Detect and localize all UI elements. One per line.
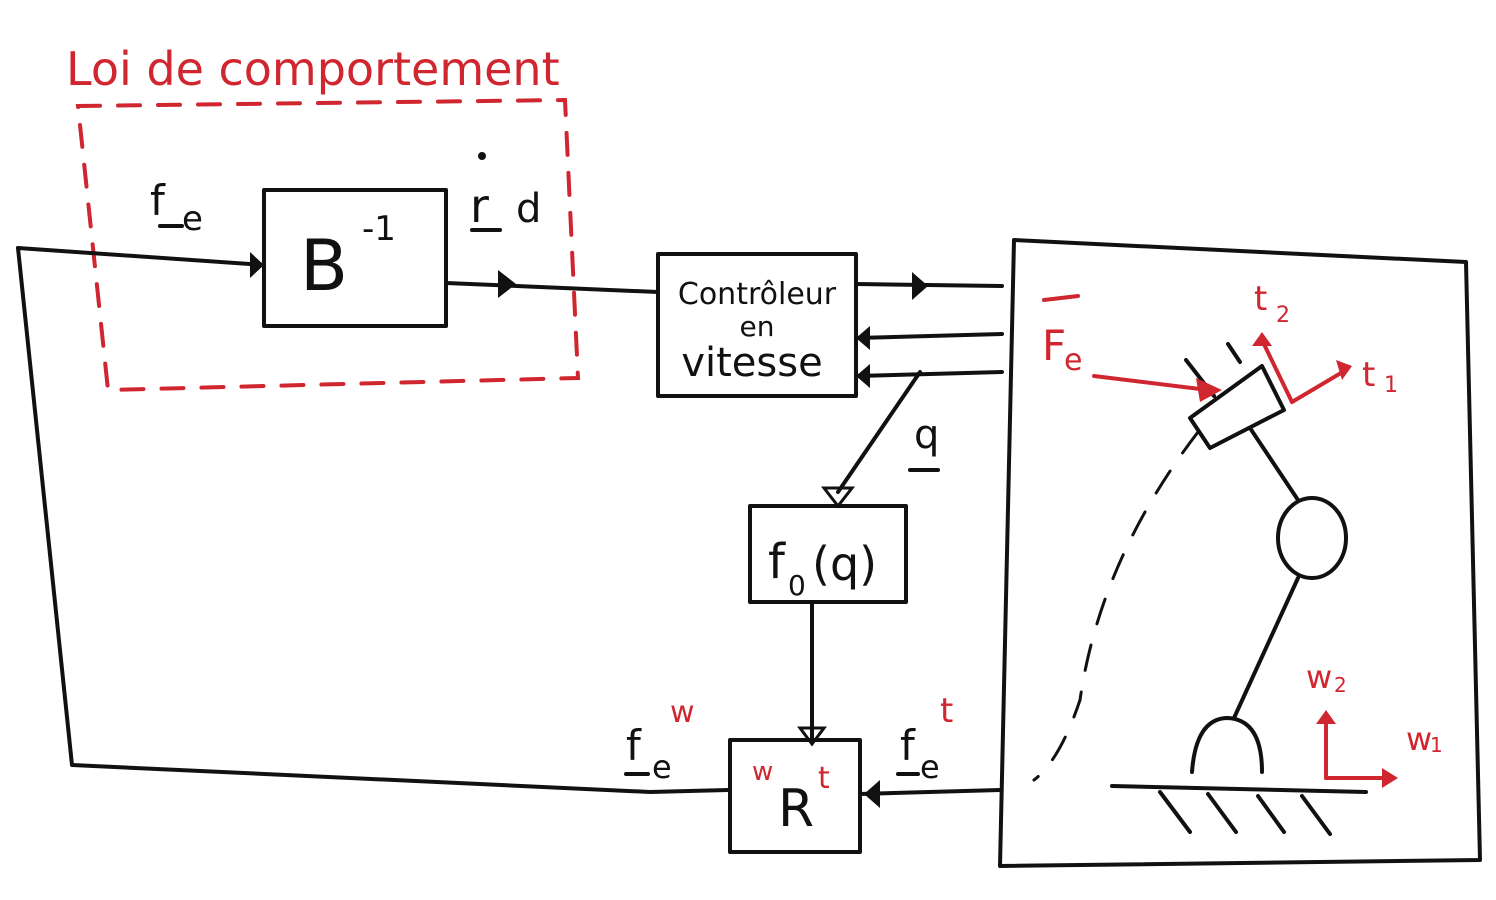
- robot-joint-elbow: [1276, 496, 1348, 580]
- robot-link-lower: [1232, 576, 1300, 720]
- fo-to-rot-arrow: [797, 726, 827, 747]
- force-overline: [1042, 294, 1080, 302]
- q-label: q: [914, 412, 939, 458]
- w1-arrowhead: [1382, 768, 1398, 788]
- t2-axis: [1260, 338, 1294, 404]
- fo-arg: (q): [812, 537, 877, 591]
- w2-arrowhead: [1316, 710, 1336, 724]
- force-sub: e: [1064, 343, 1082, 378]
- w2-sub: 2: [1334, 673, 1347, 697]
- fet-line: [858, 788, 1002, 796]
- rot-sup: t: [818, 761, 830, 796]
- t1-sub: 1: [1384, 373, 1398, 398]
- t2-label: t: [1254, 279, 1267, 319]
- inverse-b-exponent: -1: [362, 209, 396, 249]
- forward-kinematics-block: [748, 504, 908, 604]
- feedback-loop-line: [16, 246, 730, 794]
- fet-sup: t: [940, 691, 953, 731]
- rot-pre: w: [752, 757, 773, 787]
- feedback-arrow-1: [856, 326, 870, 350]
- inverse-b-label: B: [300, 225, 348, 307]
- rd-dot: [478, 152, 486, 160]
- robot-box: [998, 238, 1482, 868]
- w1-sub: 1: [1430, 733, 1443, 757]
- force-arrowhead: [1196, 378, 1222, 402]
- fo-label: f: [768, 534, 786, 590]
- feedback-line-1: [854, 332, 1004, 340]
- rd-label: r: [470, 179, 489, 233]
- q-branch-arrow: [820, 486, 856, 509]
- controller-label-3: vitesse: [681, 340, 822, 386]
- arrow-into-binv: [250, 252, 264, 278]
- dashed-trajectory: [1032, 430, 1200, 782]
- q-branch-line: [836, 370, 922, 494]
- fet-sub: e: [920, 748, 940, 786]
- ground-hatch-3: [1256, 794, 1286, 834]
- force-label: F: [1042, 321, 1066, 370]
- feedback-arrow-2: [856, 364, 870, 388]
- w2-label: w: [1306, 658, 1332, 696]
- few-label: f: [626, 721, 642, 770]
- w1-label: w: [1406, 720, 1432, 758]
- fet-label: f: [900, 721, 916, 770]
- rd-arrow: [498, 270, 516, 298]
- t1-axis: [1290, 368, 1348, 404]
- ground-line: [1110, 784, 1368, 794]
- rd-sub: d: [516, 186, 541, 232]
- few-sup: w: [670, 695, 695, 730]
- controller-label-2: en: [740, 310, 775, 343]
- fet-arrow: [864, 780, 880, 808]
- robot-link-upper: [1248, 426, 1300, 502]
- rotation-block: [728, 738, 862, 854]
- t2-sub: 2: [1276, 303, 1290, 328]
- controller-label-1: Contrôleur: [678, 277, 837, 312]
- ground-hatch-2: [1206, 792, 1238, 834]
- command-arrow: [912, 272, 928, 300]
- diagram-title: Loi de comportement: [66, 42, 560, 96]
- behavior-law-region: [75, 97, 581, 393]
- feedback-line-2: [854, 370, 1004, 378]
- fo-sub: 0: [788, 569, 806, 602]
- t1-label: t: [1362, 355, 1375, 395]
- fe-input-sub: e: [182, 199, 203, 239]
- few-sub: e: [652, 748, 672, 786]
- rot-label: R: [778, 779, 814, 839]
- command-line: [854, 282, 1004, 288]
- rd-signal-line: [444, 281, 660, 294]
- force-vector: [1092, 374, 1210, 392]
- tool-edge-2: [1226, 342, 1242, 364]
- t1-arrowhead: [1336, 360, 1352, 380]
- fe-input-label: f: [150, 176, 166, 225]
- feedback-to-binv-line: [16, 246, 266, 267]
- inverse-b-block: [262, 188, 448, 328]
- robot-base: [1190, 716, 1264, 774]
- ground-hatch-1: [1158, 790, 1192, 834]
- ground-hatch-4: [1300, 794, 1332, 836]
- velocity-controller-block: [656, 252, 858, 398]
- end-effector-tool: [1188, 364, 1286, 450]
- t2-arrowhead: [1252, 332, 1272, 346]
